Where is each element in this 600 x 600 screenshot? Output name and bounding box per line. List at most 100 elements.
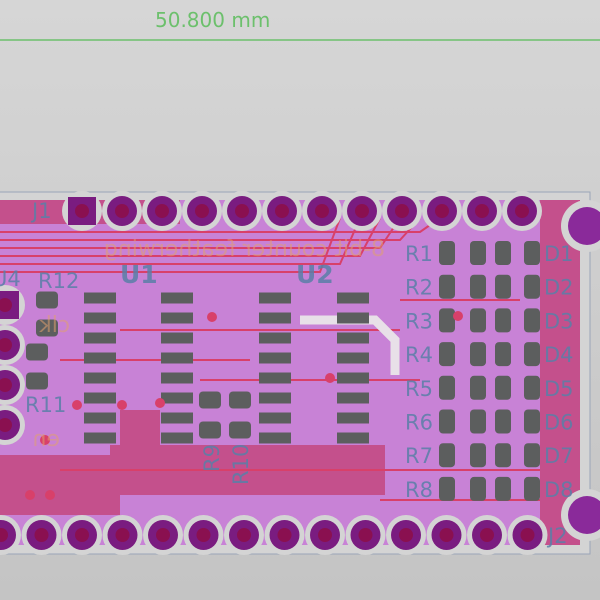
smd-pad[interactable]: [495, 274, 511, 299]
smd-pad[interactable]: [337, 292, 369, 304]
smd-pad[interactable]: [337, 412, 369, 424]
smd-pad[interactable]: [199, 421, 221, 439]
tht-pad[interactable]: [224, 515, 264, 555]
tht-pad[interactable]: [305, 515, 345, 555]
tht-pad[interactable]: [467, 515, 507, 555]
smd-pad[interactable]: [84, 432, 116, 444]
tht-pad[interactable]: [0, 515, 21, 555]
smd-pad[interactable]: [84, 372, 116, 384]
smd-pad[interactable]: [259, 412, 291, 424]
smd-pad[interactable]: [470, 443, 486, 468]
tht-pad[interactable]: [143, 515, 183, 555]
smd-pad[interactable]: [259, 352, 291, 364]
tht-pad[interactable]: [0, 325, 25, 365]
smd-pad[interactable]: [36, 319, 58, 337]
tht-pad[interactable]: [345, 515, 386, 555]
tht-pad[interactable]: [102, 191, 142, 231]
tht-pad[interactable]: [0, 405, 25, 445]
tht-pad[interactable]: [462, 191, 502, 231]
tht-pad[interactable]: [102, 515, 143, 555]
tht-pad[interactable]: [382, 191, 422, 231]
tht-pad[interactable]: [302, 191, 342, 231]
tht-pad[interactable]: [507, 515, 548, 555]
smd-pad[interactable]: [161, 312, 193, 324]
smd-pad[interactable]: [337, 352, 369, 364]
smd-pad[interactable]: [495, 375, 511, 400]
smd-pad[interactable]: [439, 443, 455, 468]
smd-pad[interactable]: [337, 312, 369, 324]
tht-pad[interactable]: [0, 365, 25, 405]
smd-pad[interactable]: [524, 443, 540, 468]
tht-pad[interactable]: [342, 191, 382, 231]
smd-pad[interactable]: [337, 392, 369, 404]
smd-pad[interactable]: [524, 342, 540, 367]
smd-pad[interactable]: [524, 274, 540, 299]
smd-pad[interactable]: [84, 292, 116, 304]
smd-pad[interactable]: [259, 292, 291, 304]
smd-pad[interactable]: [495, 409, 511, 434]
smd-pad[interactable]: [229, 391, 251, 409]
smd-pad[interactable]: [524, 241, 540, 265]
smd-pad[interactable]: [524, 375, 540, 400]
smd-pad[interactable]: [439, 274, 455, 299]
smd-pad[interactable]: [495, 443, 511, 468]
smd-pad[interactable]: [259, 392, 291, 404]
smd-pad[interactable]: [439, 375, 455, 400]
smd-pad[interactable]: [439, 308, 455, 333]
smd-pad[interactable]: [524, 476, 540, 501]
smd-pad[interactable]: [524, 308, 540, 333]
smd-pad[interactable]: [439, 409, 455, 434]
smd-pad[interactable]: [495, 342, 511, 367]
smd-pad[interactable]: [470, 375, 486, 400]
smd-pad[interactable]: [337, 432, 369, 444]
smd-pad[interactable]: [84, 352, 116, 364]
smd-pad[interactable]: [199, 391, 221, 409]
tht-pad[interactable]: [386, 515, 426, 555]
smd-pad[interactable]: [36, 291, 58, 309]
tht-pad[interactable]: [502, 191, 542, 231]
smd-pad[interactable]: [84, 412, 116, 424]
smd-pad[interactable]: [259, 312, 291, 324]
smd-pad[interactable]: [84, 312, 116, 324]
smd-pad[interactable]: [495, 476, 511, 501]
smd-pad[interactable]: [161, 412, 193, 424]
smd-pad[interactable]: [337, 372, 369, 384]
smd-pad[interactable]: [259, 372, 291, 384]
tht-pad[interactable]: [222, 191, 262, 231]
smd-pad[interactable]: [337, 332, 369, 344]
smd-pad[interactable]: [161, 332, 193, 344]
tht-pad[interactable]: [142, 191, 182, 231]
smd-pad[interactable]: [439, 241, 455, 265]
tht-pad[interactable]: [183, 515, 224, 555]
tht-pad[interactable]: [262, 191, 302, 231]
smd-pad[interactable]: [84, 392, 116, 404]
smd-pad[interactable]: [259, 432, 291, 444]
smd-pad[interactable]: [161, 392, 193, 404]
tht-pad[interactable]: [21, 515, 62, 555]
smd-pad[interactable]: [259, 332, 291, 344]
tht-pad[interactable]: [62, 191, 102, 231]
smd-pad[interactable]: [439, 342, 455, 367]
smd-pad[interactable]: [470, 308, 486, 333]
smd-pad[interactable]: [470, 409, 486, 434]
tht-pad[interactable]: [422, 191, 462, 231]
tht-pad[interactable]: [182, 191, 222, 231]
tht-pad[interactable]: [62, 515, 102, 555]
smd-pad[interactable]: [470, 274, 486, 299]
smd-pad[interactable]: [495, 241, 511, 265]
tht-pad[interactable]: [426, 515, 467, 555]
smd-pad[interactable]: [439, 476, 455, 501]
smd-pad[interactable]: [26, 372, 48, 390]
smd-pad[interactable]: [26, 343, 48, 361]
smd-pad[interactable]: [495, 308, 511, 333]
smd-pad[interactable]: [161, 432, 193, 444]
smd-pad[interactable]: [524, 409, 540, 434]
smd-pad[interactable]: [161, 372, 193, 384]
smd-pad[interactable]: [161, 352, 193, 364]
smd-pad[interactable]: [84, 332, 116, 344]
smd-pad[interactable]: [470, 476, 486, 501]
smd-pad[interactable]: [470, 342, 486, 367]
smd-pad[interactable]: [161, 292, 193, 304]
tht-pad[interactable]: [0, 285, 25, 325]
